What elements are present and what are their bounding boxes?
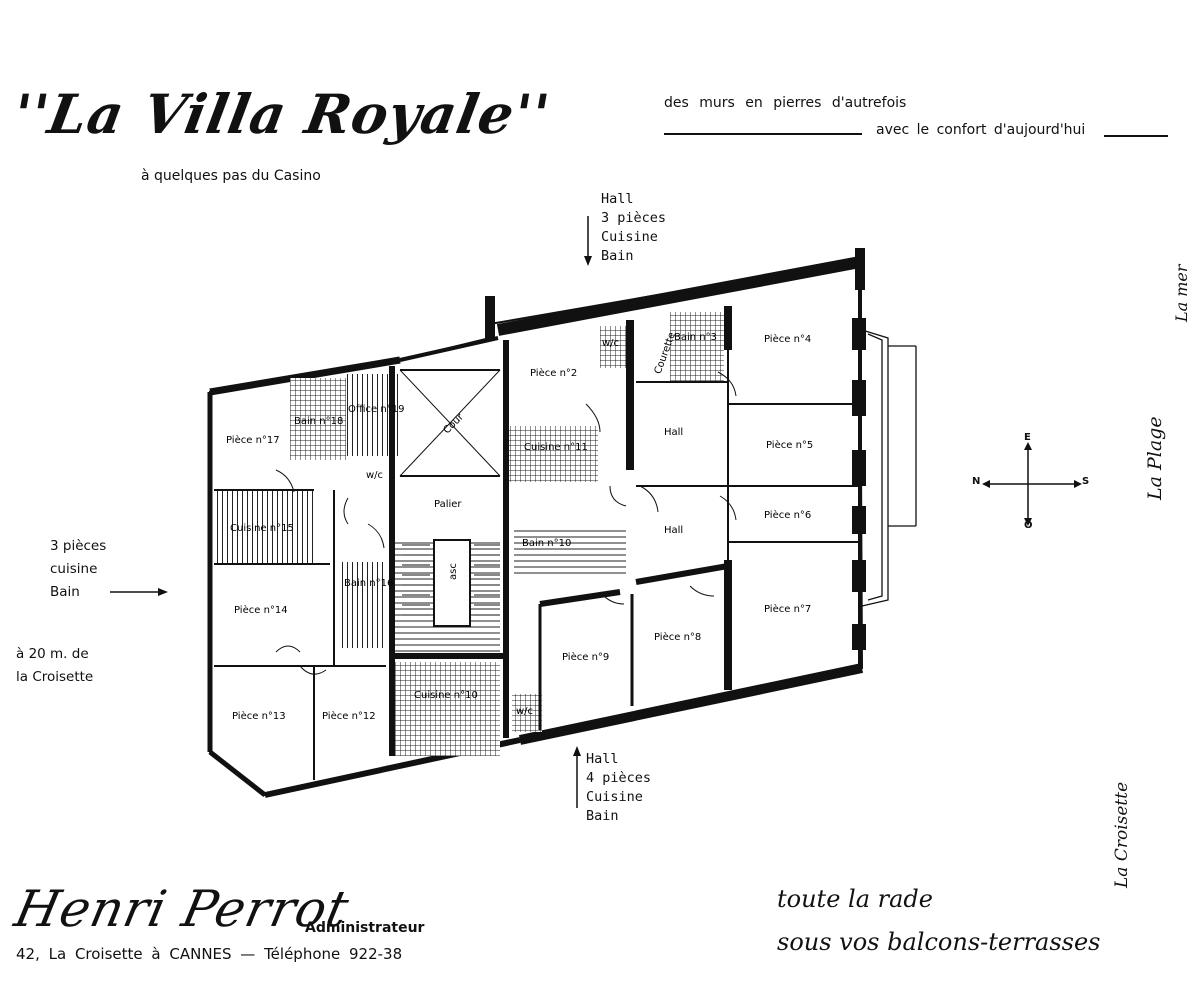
terrace bbox=[861, 329, 917, 607]
room-wc-3: w/c bbox=[516, 706, 533, 717]
room-piece-14: Pièce n°14 bbox=[234, 604, 288, 616]
compass-rose bbox=[982, 442, 1082, 526]
staircase bbox=[402, 544, 500, 616]
slogan-rule-right bbox=[1104, 135, 1168, 137]
signature: Henri Perrot bbox=[9, 880, 355, 938]
slogan-line-2: avec le confort d'aujourd'hui bbox=[876, 122, 1086, 138]
slogan-rule-left bbox=[664, 133, 862, 135]
compass-south: S bbox=[1082, 476, 1090, 487]
room-cuisine-10: Cuisine n°10 bbox=[414, 690, 478, 701]
tagline-line-1: toute la rade bbox=[777, 885, 933, 913]
page-subtitle: à quelques pas du Casino bbox=[141, 168, 321, 184]
compass-east: E bbox=[1024, 432, 1031, 443]
compass-north: N bbox=[972, 476, 981, 487]
room-hall-2: Hall bbox=[664, 525, 683, 536]
room-bain-3: Bain n°3 bbox=[674, 332, 717, 343]
room-ascenseur: asc bbox=[448, 563, 459, 580]
room-piece-6: Pièce n°6 bbox=[764, 509, 811, 521]
tagline-line-2: sous vos balcons-terrasses bbox=[777, 928, 1101, 956]
room-cuisine-11: Cuisine n°11 bbox=[524, 442, 588, 453]
room-wc-2: w/c bbox=[602, 338, 619, 349]
room-palier: Palier bbox=[434, 499, 462, 510]
arrow-bottom bbox=[573, 746, 581, 808]
room-piece-8: Pièce n°8 bbox=[654, 631, 701, 643]
doors bbox=[275, 371, 737, 675]
room-hall-1: Hall bbox=[664, 427, 683, 438]
arrow-left bbox=[110, 588, 168, 596]
address-line: 42, La Croisette à CANNES — Téléphone 92… bbox=[16, 945, 403, 963]
room-cour: Cour bbox=[442, 411, 467, 436]
room-piece-13: Pièce n°13 bbox=[232, 710, 286, 722]
arrow-top bbox=[584, 216, 592, 266]
room-bain-18: Bain n°18 bbox=[294, 416, 343, 427]
building-outline bbox=[207, 248, 865, 798]
room-piece-5: Pièce n°5 bbox=[766, 439, 813, 451]
room-piece-12: Pièce n°12 bbox=[322, 710, 376, 722]
room-piece-2: Pièce n°2 bbox=[530, 367, 577, 379]
room-piece-4: Pièce n°4 bbox=[764, 333, 811, 345]
room-office-19: Office n°19 bbox=[348, 404, 404, 415]
room-wc-1: w/c bbox=[366, 470, 383, 481]
interior-walls bbox=[214, 306, 860, 780]
compass-west: O bbox=[1024, 520, 1033, 531]
room-piece-7: Pièce n°7 bbox=[764, 603, 811, 615]
room-bain-10: Bain n°10 bbox=[522, 538, 571, 549]
room-bain-16: Bain n°16 bbox=[344, 578, 393, 589]
room-piece-17: Pièce n°17 bbox=[226, 434, 280, 446]
slogan-line-1: des murs en pierres d'autrefois bbox=[664, 95, 907, 111]
role-label: Administrateur bbox=[305, 920, 425, 936]
room-cuisine-15: Cuisine n°15 bbox=[230, 523, 294, 534]
windows bbox=[852, 318, 866, 650]
room-piece-9: Pièce n°9 bbox=[562, 651, 609, 663]
